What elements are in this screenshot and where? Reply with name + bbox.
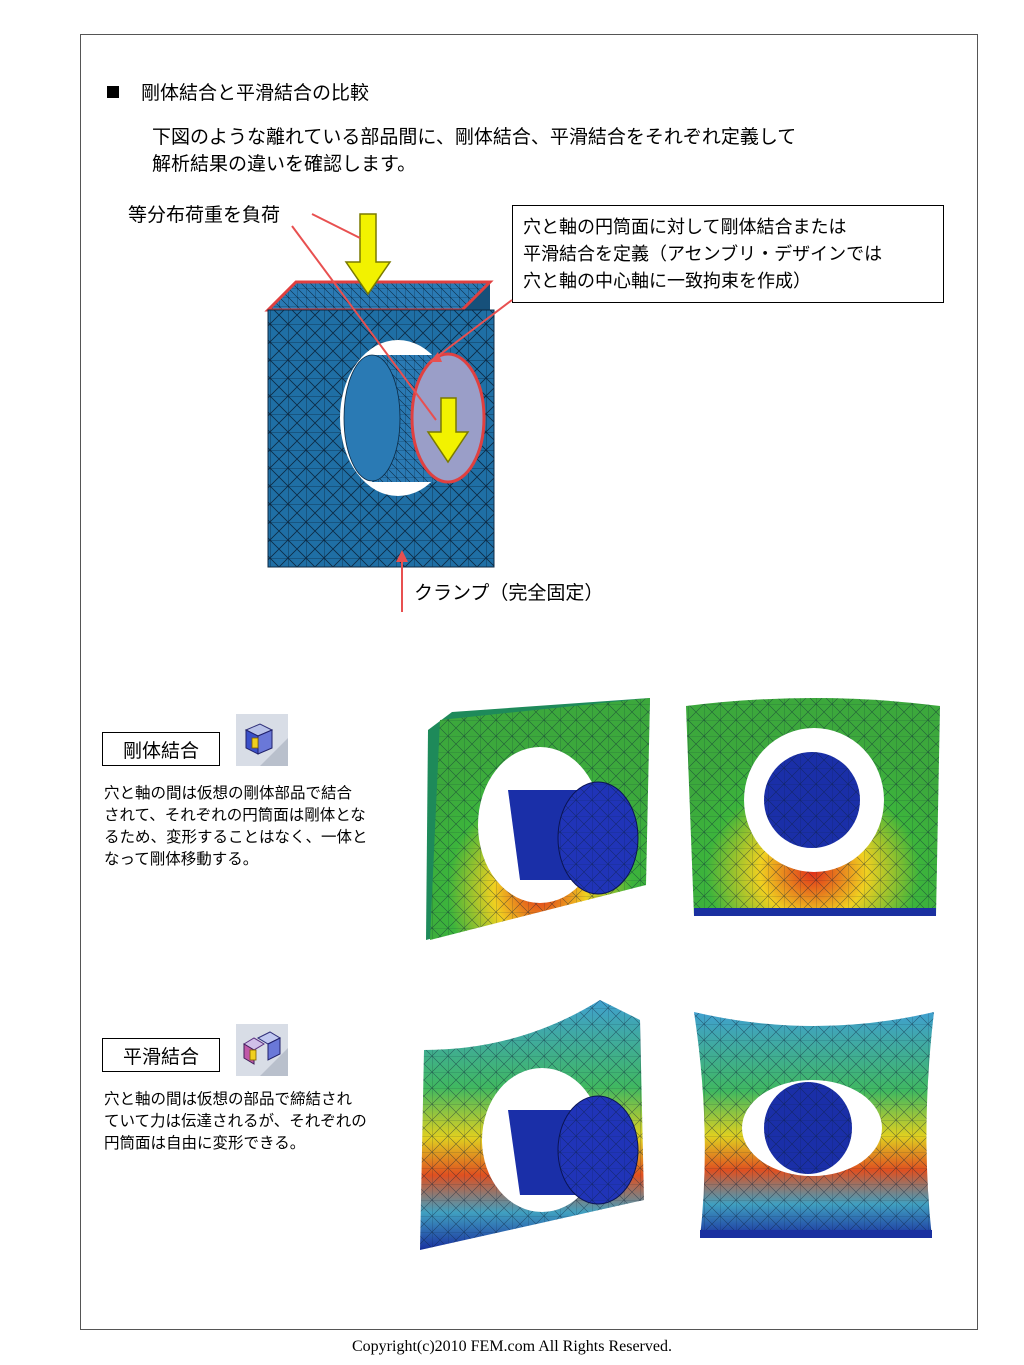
rigid-desc-line-1: 穴と軸の間は仮想の剛体部品で結合 [104, 784, 353, 802]
load-arrow [344, 213, 392, 296]
bullet-square [107, 85, 119, 98]
callout-leader [429, 299, 513, 363]
rigid-desc-line-4: なって剛体移動する。 [104, 850, 259, 868]
copyright-footer: Copyright(c)2010 FEM.com All Rights Rese… [352, 1338, 672, 1355]
rigid-title-box: 剛体結合 [102, 732, 220, 766]
section-heading: 剛体結合と平滑結合の比較 [107, 78, 369, 105]
smooth-title: 平滑結合 [122, 1045, 199, 1068]
smooth-title-box: 平滑結合 [102, 1038, 220, 1072]
rigid-description: 穴と軸の間は仮想の剛体部品で結合 されて、それぞれの円筒面は剛体とな るため、変… [104, 782, 414, 870]
rigid-desc-line-3: るため、変形することはなく、一体と [104, 828, 368, 846]
callout-leader-head [430, 352, 442, 362]
callout-line-2: 平滑結合を定義（アセンブリ・デザインでは [523, 244, 883, 265]
rigid-result-oblique [426, 698, 650, 940]
rigid-title: 剛体結合 [122, 739, 199, 762]
smooth-desc-line-3: 円筒面は自由に変形できる。 [104, 1134, 306, 1152]
intro-line-1: 下図のような離れている部品間に、剛体結合、平滑結合をそれぞれ定義して [152, 126, 797, 148]
rigid-result-front [686, 698, 940, 916]
smooth-result-front [694, 1012, 934, 1238]
smooth-result-oblique [420, 1000, 644, 1250]
smooth-description: 穴と軸の間は仮想の部品で締結され ていて力は伝達されるが、それぞれの 円筒面は自… [104, 1088, 414, 1154]
smooth-connection-icon [236, 1024, 288, 1076]
load-leader [311, 213, 361, 239]
callout-line-1: 穴と軸の円筒面に対して剛体結合または [523, 217, 847, 238]
rigid-desc-line-2: されて、それぞれの円筒面は剛体とな [104, 806, 366, 824]
load-leader-2 [291, 225, 437, 421]
load-label: 等分布荷重を負荷 [128, 204, 281, 226]
clamp-leader-head [396, 550, 408, 562]
shaft-back-end [343, 354, 401, 482]
callout-line-3: 穴と軸の中心軸に一致拘束を作成） [523, 271, 811, 292]
clamp-label: クランプ（完全固定） [414, 582, 604, 604]
rigid-connection-icon [236, 714, 288, 766]
smooth-desc-line-2: ていて力は伝達されるが、それぞれの [104, 1112, 367, 1130]
shaft-load-arrow [426, 397, 470, 464]
intro-line-2: 解析結果の違いを確認します。 [152, 153, 417, 175]
heading-text: 剛体結合と平滑結合の比較 [141, 82, 370, 104]
definition-callout: 穴と軸の円筒面に対して剛体結合または 平滑結合を定義（アセンブリ・デザインでは … [512, 205, 944, 303]
smooth-desc-line-1: 穴と軸の間は仮想の部品で締結され [104, 1090, 353, 1108]
page-frame [80, 34, 978, 1330]
loaded-top-face [264, 280, 494, 312]
intro-text: 下図のような離れている部品間に、剛体結合、平滑結合をそれぞれ定義して 解析結果の… [152, 124, 912, 178]
